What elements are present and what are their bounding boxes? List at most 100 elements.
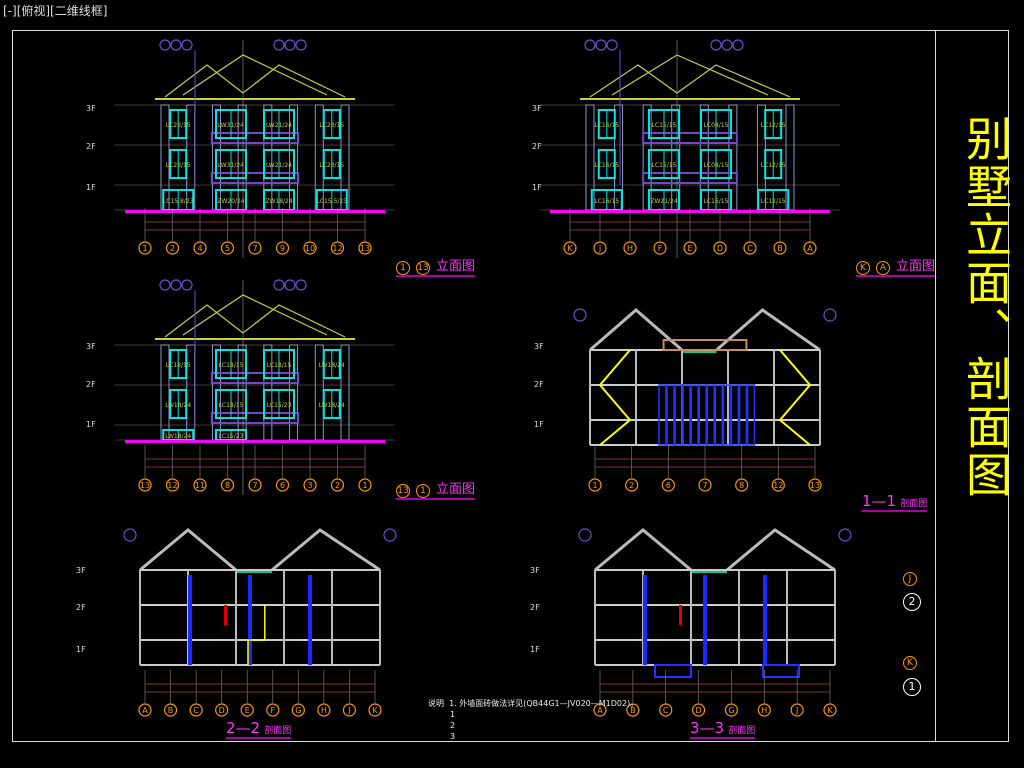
axis-bubble	[593, 703, 607, 717]
sheet-title: 别墅立面、剖面图	[959, 115, 1013, 499]
axis-bubble	[368, 703, 382, 717]
glass-curtain-wall	[738, 384, 748, 446]
axis-label: B	[777, 244, 783, 253]
axis-bubble	[248, 241, 262, 255]
window-tag: LW21/24	[266, 162, 292, 169]
axis-bubble	[342, 703, 357, 717]
axis-bubble	[724, 703, 739, 717]
window-tag: LC18/15	[166, 362, 191, 369]
axis-bubble	[138, 703, 152, 717]
axis-tag: A	[876, 261, 890, 275]
axis-tag: 1	[416, 484, 430, 498]
legend-detail-tag: 2	[903, 593, 921, 611]
glass-curtain-wall	[722, 384, 732, 446]
axis-bubble	[623, 241, 637, 255]
axis-label: 9	[280, 244, 285, 253]
floor-label: 1F	[76, 645, 86, 654]
axis-bubble	[757, 703, 771, 717]
roof-outline	[164, 304, 346, 338]
axis-bubble	[303, 241, 317, 255]
detail-callout	[710, 39, 722, 51]
brick-column	[340, 344, 350, 441]
balcony-railing	[210, 132, 300, 144]
axis-label: J	[795, 706, 798, 715]
axis-label: E	[245, 706, 250, 715]
window-tag: ZW21/24	[650, 198, 678, 205]
axis-bubble	[330, 478, 345, 492]
ground-line	[125, 440, 385, 443]
glass-curtain-wall	[706, 384, 715, 446]
title-text: 2—2	[226, 719, 261, 737]
roof-section	[715, 308, 821, 352]
axis-bubble	[698, 478, 712, 492]
title-text: 立面图	[436, 259, 476, 274]
window-tag: LC08/15	[704, 122, 729, 129]
brick-column	[314, 344, 324, 441]
title-text: 1—1	[862, 492, 897, 510]
window-tag: LW31/24	[218, 162, 244, 169]
floor-label: 3F	[86, 342, 96, 351]
detail-callout	[159, 279, 171, 291]
window-tag: LC23/15	[166, 162, 191, 169]
window-tag: ZW20/24	[217, 198, 245, 205]
window-tag: LC15/15	[704, 198, 729, 205]
brick-column	[263, 344, 273, 441]
axis-label: 8	[225, 481, 230, 490]
axis-label: 11	[195, 481, 205, 490]
balcony-railing	[210, 412, 300, 424]
detail-callout	[181, 279, 193, 291]
axis-bubble	[165, 241, 180, 255]
axis-bubble	[691, 703, 706, 717]
detail-callout	[383, 528, 397, 542]
roof-section	[726, 528, 836, 572]
roof-section	[589, 308, 683, 352]
axis-label: 7	[252, 481, 257, 490]
detail-callout	[284, 39, 296, 51]
stair	[778, 349, 812, 446]
axis-bubble	[661, 478, 675, 492]
window-tag: LC15.5/23	[317, 198, 348, 205]
axis-label: D	[219, 706, 225, 715]
roof-ridge	[611, 54, 769, 96]
notes-item: 3	[450, 732, 456, 741]
axis-bubble	[193, 241, 207, 255]
axis-tag: 13	[416, 261, 430, 275]
detail-callout	[732, 39, 744, 51]
title-text: 立面图	[896, 259, 936, 274]
notes-line-1: 1. 外墙面砖做法详见(QB44G1—JV020—M1D02)。	[449, 699, 639, 708]
axis-label: A	[597, 706, 603, 715]
section-title-3-3: 3—3 剖面图	[690, 719, 756, 739]
legend-axis-tag: K	[903, 656, 917, 670]
detail-callout	[284, 279, 296, 291]
axis-label: 1	[592, 481, 597, 490]
axis-bubble	[358, 241, 372, 255]
glass-curtain-wall	[690, 384, 699, 446]
axis-label: K	[567, 244, 573, 253]
axis-bubble	[683, 241, 697, 255]
brick-column	[263, 104, 273, 211]
viewport-label[interactable]: [-][俯视][二维线框]	[3, 4, 108, 18]
axis-label: 2	[629, 481, 634, 490]
axis-label: 13	[810, 481, 820, 490]
window-tag: ZW18/24	[265, 198, 293, 205]
notes-item: 2	[450, 721, 456, 730]
axis-label: H	[627, 244, 633, 253]
axis-label: F	[658, 244, 663, 253]
axis-label: 4	[197, 244, 202, 253]
axis-bubble	[138, 241, 152, 255]
axis-bubble	[220, 241, 235, 255]
roof-outline	[164, 64, 346, 98]
notes-item: 1	[450, 710, 456, 719]
axis-bubble	[266, 703, 280, 717]
window-tag: LC16/15	[594, 162, 619, 169]
axis-label: 12	[167, 481, 177, 490]
axis-label: D	[717, 244, 723, 253]
title-suffix: 剖面图	[900, 499, 928, 509]
axis-label: 1	[142, 244, 147, 253]
axis-bubble	[291, 703, 305, 717]
brick-column	[160, 344, 170, 441]
brick-column	[186, 344, 196, 441]
window-section	[308, 575, 312, 665]
